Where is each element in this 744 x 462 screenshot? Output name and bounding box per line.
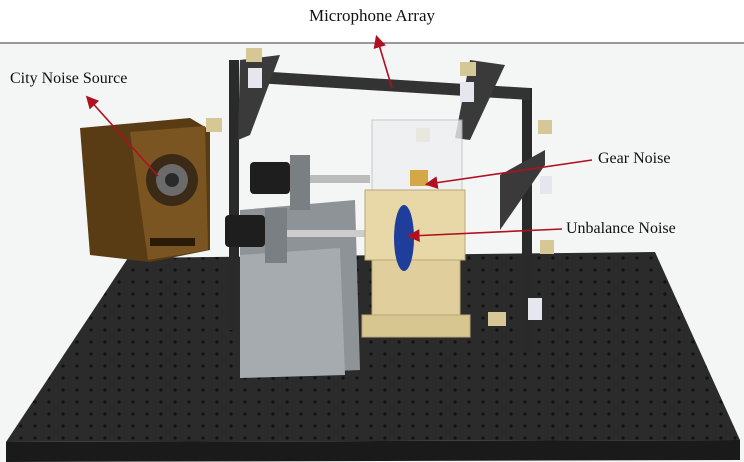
gearbox-housing (361, 119, 471, 338)
optical-table (6, 252, 740, 462)
microphone-array-label: Microphone Array (308, 6, 436, 25)
arrow-microphone-array (373, 34, 393, 89)
gear (410, 170, 428, 186)
motors (225, 155, 397, 378)
speaker (80, 118, 210, 262)
annotation-arrows (85, 34, 593, 242)
arrow-city-noise (85, 95, 159, 177)
arrow-unbalance-noise (406, 228, 563, 242)
unbalance-disc (394, 205, 414, 271)
arrow-gear-noise (424, 159, 593, 189)
gear-noise-label: Gear Noise (598, 150, 671, 167)
city-noise-source-label: City Noise Source (10, 70, 128, 87)
unbalance-noise-label: Unbalance Noise (566, 220, 676, 237)
